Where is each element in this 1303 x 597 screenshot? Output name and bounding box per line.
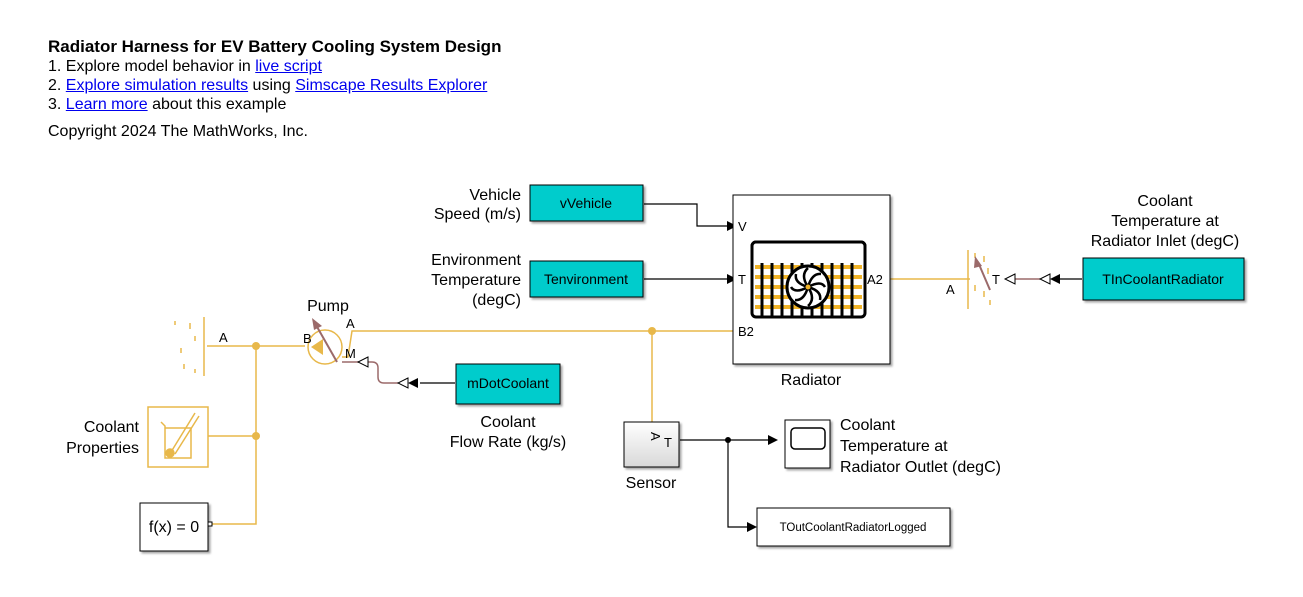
instruction-3: 3. Learn more about this example: [48, 95, 501, 114]
radiator-label: Radiator: [781, 372, 842, 389]
junction-dot: [252, 432, 260, 440]
solver-block-text: f(x) = 0: [149, 519, 199, 536]
model-title: Radiator Harness for EV Battery Cooling …: [48, 37, 502, 56]
signal-branch-dot: [725, 437, 731, 443]
solver-configuration-block[interactable]: f(x) = 0: [139, 502, 213, 552]
arrowhead: [747, 522, 757, 532]
tincoolantradiator-block[interactable]: TInCoolantRadiator: [1082, 257, 1245, 301]
coolant-flow-rate-label: Coolant: [480, 414, 536, 431]
pump-port-m: M: [345, 346, 356, 361]
logged-output-block[interactable]: TOutCoolantRadiatorLogged: [756, 507, 951, 547]
sensor-port-a: A: [648, 432, 663, 441]
tl-line-branch-solver[interactable]: [212, 346, 257, 525]
instruction-1: 1. Explore model behavior in live script: [48, 57, 501, 76]
tin-source-port-t: T: [992, 272, 1000, 287]
pump-port-b: B: [303, 331, 312, 346]
environment-temperature-label: Temperature: [431, 272, 521, 289]
coolant-inlet-temp-label: Radiator Inlet (degC): [1091, 233, 1240, 250]
sensor-port-t: T: [664, 435, 672, 450]
coolant-outlet-temp-label: Temperature at: [840, 438, 948, 455]
tl-line-pump-radiator[interactable]: [342, 330, 733, 358]
reservoir-block[interactable]: A: [174, 317, 228, 376]
pump-m-port-arrow: [356, 356, 369, 368]
coolant-properties-block[interactable]: [147, 406, 209, 468]
radiator-port-a2: A2: [867, 272, 883, 287]
results-explorer-link[interactable]: Simscape Results Explorer: [295, 77, 488, 94]
tincoolantradiator-block-text: TInCoolantRadiator: [1102, 271, 1224, 287]
coolant-inlet-temp-label: Coolant: [1137, 193, 1193, 210]
vehicle-speed-label: Vehicle: [469, 187, 521, 204]
tenvironment-block-text: Tenvironment: [544, 271, 628, 287]
instruction-2: 2. Explore simulation results using Sims…: [48, 76, 501, 95]
coolant-properties-label: Coolant: [84, 419, 140, 436]
model-header: Radiator Harness for EV Battery Cooling …: [48, 37, 501, 141]
environment-temperature-label: Environment: [431, 252, 521, 269]
controlled-temperature-source[interactable]: T A: [946, 250, 1000, 309]
tin-source-port-a: A: [946, 282, 955, 297]
radiator-block[interactable]: V T A2 B2: [732, 194, 891, 365]
sensor-label: Sensor: [626, 475, 677, 492]
coolant-outlet-temp-label: Radiator Outlet (degC): [840, 459, 1001, 476]
environment-temperature-label: (degC): [472, 292, 521, 309]
logged-output-text: TOutCoolantRadiatorLogged: [780, 522, 927, 534]
scope-screen-icon: [790, 427, 826, 450]
coolant-properties-label: Properties: [66, 440, 139, 457]
reservoir-port-a: A: [219, 330, 228, 345]
radiator-port-b2: B2: [738, 324, 754, 339]
instruction-2-prefix: 2.: [48, 77, 66, 94]
explore-results-link[interactable]: Explore simulation results: [65, 77, 249, 94]
instruction-2-mid: using: [248, 77, 296, 94]
thermal-liquid-lines: [207, 278, 970, 525]
scope-block[interactable]: [784, 419, 831, 469]
junction-dot: [648, 327, 656, 335]
arrowhead: [727, 221, 737, 231]
signal-line-vvehicle[interactable]: [644, 203, 727, 227]
coolant-inlet-temp-label: Temperature at: [1111, 213, 1219, 230]
signal-arrowheads: [727, 221, 778, 532]
instruction-3-suffix: about this example: [147, 96, 287, 113]
instruction-3-prefix: 3.: [48, 96, 66, 113]
vvehicle-block[interactable]: vVehicle: [529, 184, 644, 222]
simulink-ps-converter-tin[interactable]: [1038, 273, 1060, 285]
arrowhead: [727, 274, 737, 284]
pump-label: Pump: [307, 298, 349, 315]
copyright: Copyright 2024 The MathWorks, Inc.: [48, 123, 308, 140]
radiator-port-v: V: [738, 219, 747, 234]
pump-block[interactable]: B A M: [303, 316, 356, 365]
tenvironment-block[interactable]: Tenvironment: [529, 260, 644, 298]
instruction-1-text: 1. Explore model behavior in: [48, 58, 256, 75]
vehicle-speed-label: Speed (m/s): [434, 206, 521, 223]
mdotcoolant-block[interactable]: mDotCoolant: [455, 363, 561, 405]
temperature-sensor-block[interactable]: A T: [623, 421, 680, 468]
signal-lines: [420, 203, 1082, 528]
coolant-flow-rate-label: Flow Rate (kg/s): [450, 434, 566, 451]
arrowhead: [768, 435, 778, 445]
radiator-fan-icon: [750, 240, 867, 319]
thermometer-beaker-icon: [160, 412, 200, 459]
signal-line-sensor-logged[interactable]: [727, 440, 747, 528]
live-script-link[interactable]: live script: [255, 58, 322, 75]
vvehicle-block-text: vVehicle: [560, 195, 612, 211]
simulink-ps-converter-mdot[interactable]: [396, 377, 418, 389]
tin-source-t-port-arrow: [1003, 273, 1016, 285]
mdotcoolant-block-text: mDotCoolant: [467, 375, 549, 391]
ps-line-mdot-pump[interactable]: [342, 361, 398, 384]
learn-more-link[interactable]: Learn more: [65, 96, 148, 113]
pump-port-a: A: [346, 316, 355, 331]
physical-signal-lines: [342, 278, 1040, 384]
junction-dot: [252, 342, 260, 350]
radiator-port-t: T: [738, 272, 746, 287]
coolant-outlet-temp-label: Coolant: [840, 417, 896, 434]
